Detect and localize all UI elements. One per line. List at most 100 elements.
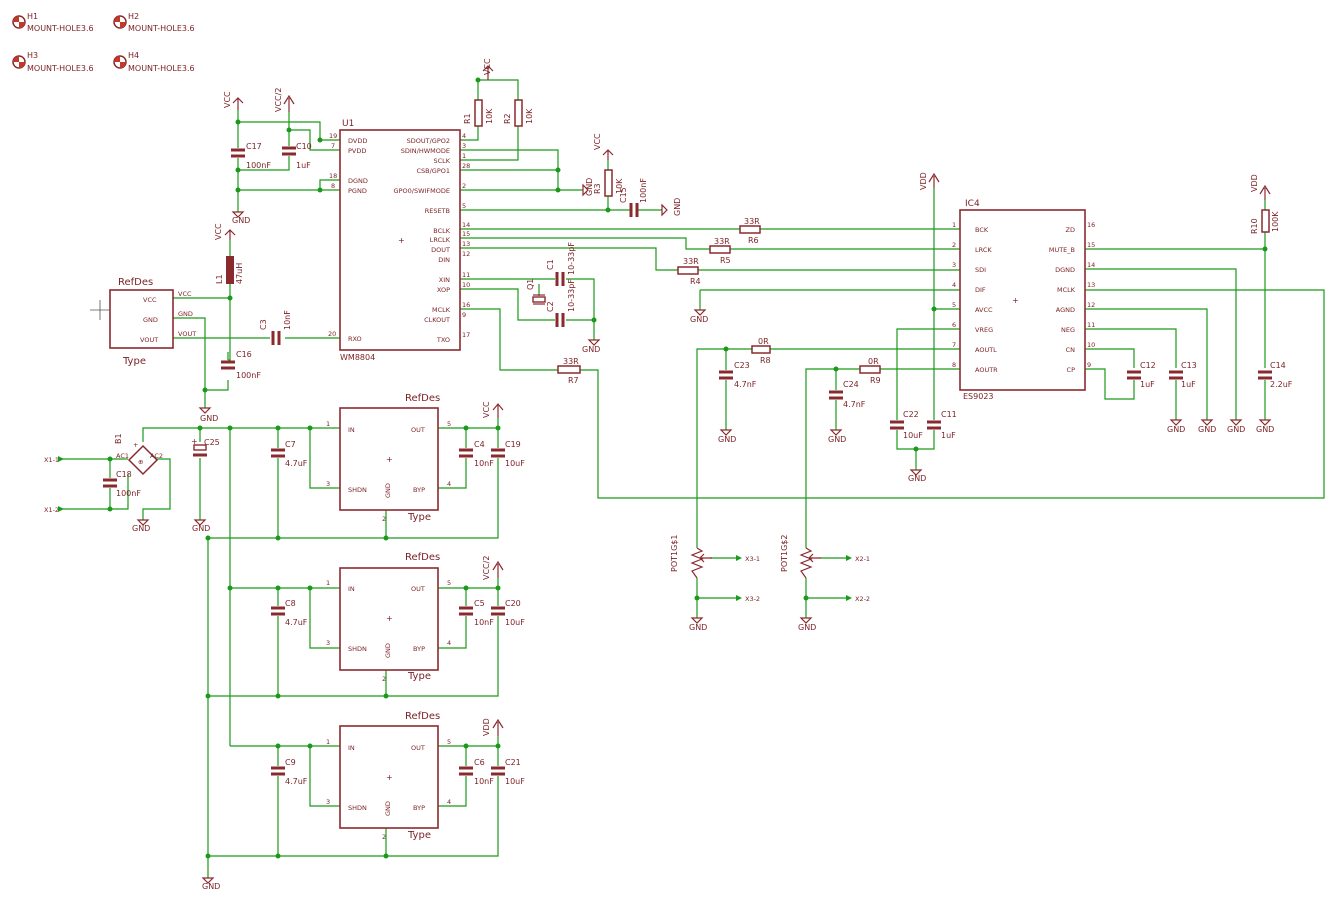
svg-text:GND: GND bbox=[1227, 425, 1245, 434]
cap-c8[interactable]: C84.7uF bbox=[271, 599, 308, 627]
vcc2-symbol-c10: VCC/2 bbox=[274, 88, 295, 112]
input-connectors[interactable]: X1-1 X1-2 bbox=[44, 456, 64, 514]
svg-text:VDD: VDD bbox=[1250, 174, 1259, 192]
svg-text:GND: GND bbox=[200, 414, 218, 423]
vcc2-symbol-reg2: VCC/2 bbox=[482, 556, 504, 580]
gnd-17: GND bbox=[192, 519, 210, 533]
cap-c7[interactable]: C74.7uF bbox=[271, 440, 308, 468]
svg-text:AGND: AGND bbox=[1056, 306, 1075, 314]
cap-c15[interactable]: C15 100nF bbox=[619, 178, 648, 217]
pot-1[interactable]: POT1G$1 X3-1 X3-2 bbox=[670, 535, 760, 603]
svg-text:10K: 10K bbox=[525, 108, 534, 124]
svg-text:C23: C23 bbox=[734, 361, 750, 370]
cap-c2[interactable]: C2 10-33pF bbox=[546, 279, 576, 327]
regulator-3[interactable]: RefDes Type IN OUT SHDN BYP GND 1 3 5 4 … bbox=[326, 711, 451, 841]
cap-c9[interactable]: C94.7uF bbox=[271, 758, 308, 786]
svg-text:RESETB: RESETB bbox=[425, 207, 450, 215]
h1-value: MOUNT-HOLE3.6 bbox=[27, 24, 94, 33]
svg-text:15: 15 bbox=[462, 230, 470, 238]
svg-text:10K: 10K bbox=[615, 178, 624, 194]
ground-symbols: GND GND GND GND GND GND GND GND GND GND … bbox=[132, 178, 1274, 891]
pot-2[interactable]: POT1G$2 X2-1 X2-2 bbox=[780, 535, 870, 603]
regulator-2[interactable]: RefDes Type IN OUT SHDN BYP GND 1 3 5 4 … bbox=[326, 552, 451, 683]
inductor-l1[interactable]: L1 47uH bbox=[215, 256, 244, 284]
svg-text:5: 5 bbox=[462, 202, 466, 210]
res-r1[interactable]: R1 10K bbox=[463, 99, 494, 127]
cap-c5[interactable]: C5 10nF bbox=[459, 599, 494, 627]
bridge-b1[interactable]: ⊕ B1 AC1 AC2 + bbox=[114, 433, 163, 476]
receiver-module[interactable]: RefDes Type VCC GND VOUT VCC GND VOUT bbox=[90, 277, 196, 367]
svg-text:C8: C8 bbox=[285, 599, 296, 608]
mount-hole-h1[interactable]: H1 MOUNT-HOLE3.6 bbox=[12, 12, 94, 33]
svg-text:1: 1 bbox=[462, 152, 466, 160]
svg-text:5: 5 bbox=[952, 301, 956, 309]
svg-text:14: 14 bbox=[462, 221, 470, 229]
svg-text:10nF: 10nF bbox=[474, 618, 494, 627]
svg-text:15: 15 bbox=[1087, 241, 1095, 249]
svg-text:+: + bbox=[1012, 296, 1019, 305]
u1-ref: U1 bbox=[342, 119, 354, 129]
svg-text:33R: 33R bbox=[683, 257, 699, 266]
svg-text:10K: 10K bbox=[485, 108, 494, 124]
res-r10[interactable]: R10 100K bbox=[1250, 209, 1280, 234]
cap-c3[interactable]: C3 10nF bbox=[259, 310, 292, 345]
mount-hole-h4[interactable]: H4 MOUNT-HOLE3.6 bbox=[113, 51, 195, 73]
svg-text:VCC: VCC bbox=[223, 91, 232, 108]
svg-text:10uF: 10uF bbox=[505, 459, 525, 468]
h2-value: MOUNT-HOLE3.6 bbox=[128, 24, 195, 33]
vdd-symbol-reg3: VDD bbox=[482, 718, 504, 736]
svg-text:GND: GND bbox=[908, 474, 926, 483]
svg-text:B1: B1 bbox=[114, 433, 123, 444]
svg-text:+: + bbox=[133, 441, 138, 449]
svg-text:9: 9 bbox=[1087, 361, 1091, 369]
svg-text:VDD: VDD bbox=[482, 718, 491, 736]
svg-text:R3: R3 bbox=[593, 183, 602, 194]
svg-text:RefDes: RefDes bbox=[405, 552, 440, 563]
svg-text:VCC: VCC bbox=[214, 223, 223, 240]
mount-hole-h2[interactable]: H2 MOUNT-HOLE3.6 bbox=[113, 12, 195, 33]
res-r2[interactable]: R2 10K bbox=[503, 99, 534, 127]
svg-text:C1: C1 bbox=[546, 259, 555, 270]
cap-c25[interactable]: +C25 bbox=[191, 437, 220, 457]
svg-text:C5: C5 bbox=[474, 599, 485, 608]
svg-text:2: 2 bbox=[382, 833, 386, 841]
res-r3[interactable]: R3 10K bbox=[593, 169, 624, 197]
svg-text:VCC: VCC bbox=[178, 290, 192, 298]
svg-text:RefDes: RefDes bbox=[405, 711, 440, 722]
mount-hole-h3[interactable]: H3 MOUNT-HOLE3.6 bbox=[12, 51, 94, 73]
regulator-1[interactable]: RefDes Type IN OUT SHDN BYP GND 1 3 5 4 … bbox=[326, 393, 451, 523]
svg-text:100nF: 100nF bbox=[236, 371, 261, 380]
svg-text:C18: C18 bbox=[116, 470, 132, 479]
svg-text:7: 7 bbox=[331, 142, 335, 150]
svg-text:VDD: VDD bbox=[919, 172, 928, 190]
svg-text:VCC/2: VCC/2 bbox=[482, 556, 491, 580]
crystal-q1[interactable]: Q1 bbox=[526, 279, 546, 305]
cap-c1[interactable]: C1 10-33pF bbox=[546, 242, 576, 286]
svg-text:ZD: ZD bbox=[1066, 226, 1075, 234]
